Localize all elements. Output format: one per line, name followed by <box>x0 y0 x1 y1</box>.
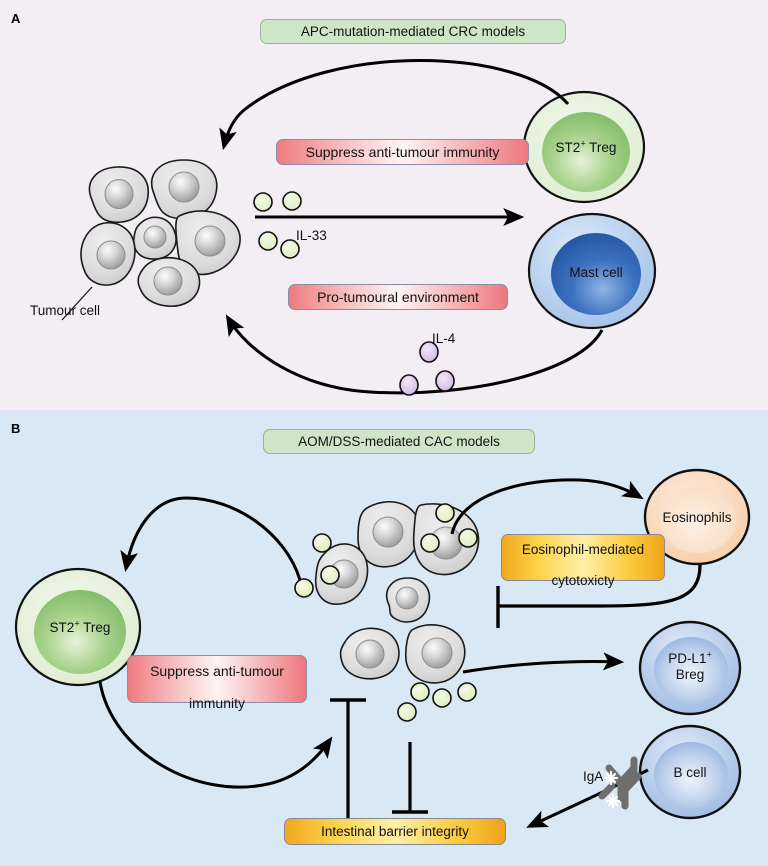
label-tumour-cell-a: Tumour cell <box>30 303 101 318</box>
arrow-tumour-to-breg-b <box>462 652 625 674</box>
tumour-cell-cluster-b <box>314 500 480 684</box>
label-iga-b: IgA <box>583 769 604 784</box>
mast-cell-a <box>527 212 657 330</box>
tumour-cell-cluster-a <box>61 159 241 321</box>
panel-b-graphics <box>14 468 751 828</box>
label-suppress-anti-tumour-immunity-a: Suppress anti-tumour immunity <box>276 139 529 165</box>
iga-antibody-2 <box>598 782 616 800</box>
eosinophils-cell-b <box>643 468 751 566</box>
panel-a-graphics <box>61 59 657 396</box>
arrow-tumour-to-treg-b <box>120 496 302 581</box>
eosino-cyto-line1: Eosinophil-mediated <box>521 541 645 557</box>
eosino-cyto-line2: cytotoxicty <box>551 573 615 589</box>
arrow-tumour-to-eosinophils-b <box>450 478 644 535</box>
st2-treg-cell-b <box>14 567 142 687</box>
panel-a-title-box: APC-mutation-mediated CRC models <box>260 19 566 44</box>
arrow-mast-to-tumour-a <box>225 314 604 395</box>
pdl1-breg-cell-b <box>638 620 742 716</box>
iga-sparkle-icons <box>603 770 621 809</box>
molecule-il33-group-a <box>253 191 302 259</box>
label-suppress-anti-tumour-immunity-b: Suppress anti-tumour immunity <box>127 655 307 711</box>
label-intestinal-barrier-integrity-b: Intestinal barrier integrity <box>284 818 506 845</box>
panel-b-letter: B <box>11 421 21 436</box>
panel-b-title-box: AOM/DSS-mediated CAC models <box>263 429 535 454</box>
inhibit-eosinophils-to-tumour-b <box>498 564 702 608</box>
arrow-treg-to-tumour-a <box>219 59 570 151</box>
label-pro-tumoural-environment-a: Pro-tumoural environment <box>288 284 508 310</box>
label-il4-a: IL-4 <box>432 331 456 346</box>
st2-treg-cell-a <box>522 90 646 204</box>
suppress-b-line1: Suppress anti-tumour <box>150 662 284 679</box>
b-cell-b <box>638 724 742 820</box>
molecule-il33-group-b <box>294 503 478 722</box>
arrow-treg-to-tumour-b <box>98 681 333 789</box>
label-il33-a: IL-33 <box>296 228 327 243</box>
label-eosinophil-mediated-cytotoxicity-b: Eosinophil-mediated cytotoxicty <box>501 534 665 588</box>
suppress-b-line2: immunity <box>188 695 245 712</box>
panel-a-letter: A <box>11 11 21 26</box>
molecule-il4-group-a <box>399 341 455 396</box>
